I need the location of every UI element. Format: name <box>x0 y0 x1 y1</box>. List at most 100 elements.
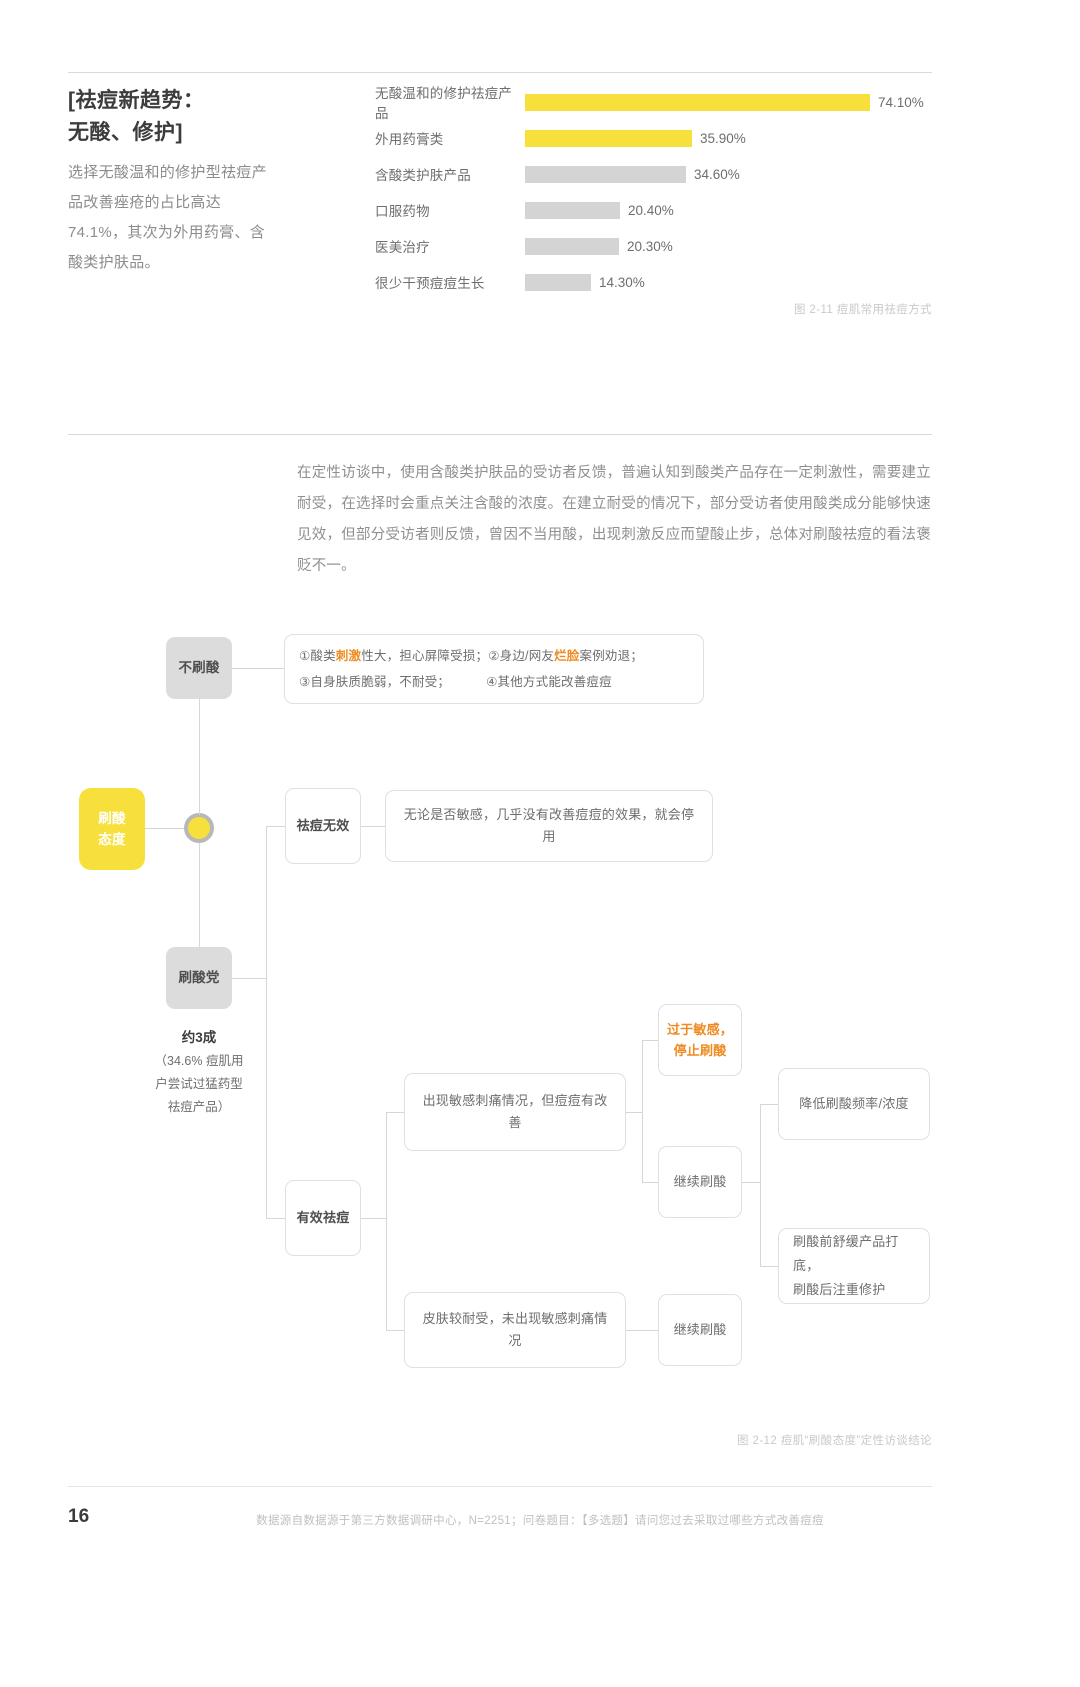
connector-case2-out <box>626 1330 658 1331</box>
reason-text: ①酸类 <box>299 649 336 663</box>
connector-case1-out1 <box>642 1040 658 1041</box>
bar-value-label: 20.30% <box>627 238 673 254</box>
reason-text: 性大，担心屏障受损；②身边/网友 <box>361 649 555 663</box>
spine-case1-outcomes <box>642 1040 643 1182</box>
connector-case1-out2 <box>642 1182 658 1183</box>
connector-case1 <box>386 1112 404 1113</box>
bar-fill <box>525 93 870 111</box>
table-row: 口服药物 20.40% <box>375 192 935 228</box>
bar-track: 14.30% <box>525 273 935 291</box>
bar-track: 20.40% <box>525 201 935 219</box>
reason-text: 案例劝退； <box>579 649 644 663</box>
connector-acid-user <box>232 978 266 979</box>
footer-source-note: 数据源自数据源于第三方数据调研中心，N=2251；问卷题目：【多选题】请问您过去… <box>256 1515 824 1527</box>
box-continue-acid-2: 继续刷酸 <box>658 1294 742 1366</box>
bar-fill <box>525 201 620 219</box>
bar-track: 74.10% <box>525 93 935 111</box>
connector-ineffective-desc <box>361 826 385 827</box>
bar-value-label: 74.10% <box>878 94 924 110</box>
bar-track: 20.30% <box>525 237 935 255</box>
connector-soothe <box>760 1266 778 1267</box>
connector-effective-out <box>361 1218 386 1219</box>
stop-label-line1: 过于敏感， <box>666 1022 733 1037</box>
root-label-line1: 刷酸 <box>98 811 126 826</box>
bar-category-label: 口服药物 <box>375 204 430 219</box>
section-summary-text: 选择无酸温和的修护型祛痘产品改善痤疮的占比高达 74.1%，其次为外用药膏、含酸… <box>68 164 267 271</box>
box-case-tolerant: 皮肤较耐受，未出现敏感刺痛情况 <box>404 1292 626 1368</box>
box-reduce-frequency: 降低刷酸频率/浓度 <box>778 1068 930 1140</box>
connector-continue1-out <box>742 1182 760 1183</box>
reason-text: ③自身肤质脆弱，不耐受； <box>299 675 451 689</box>
table-row: 很少干预痘痘生长 14.30% <box>375 264 935 300</box>
bar-category-label: 无酸温和的修护祛痘产品 <box>375 86 512 121</box>
reason-line-1: ①酸类刺激性大，担心屏障受损；②身边/网友烂脸案例劝退； <box>299 643 643 669</box>
headline-line-1: [祛痘新趋势： <box>68 89 205 112</box>
acid-user-note: 约3成 （34.6% 痘肌用 户尝试过猛药型 祛痘产品） <box>124 1026 274 1119</box>
bar-value-label: 20.40% <box>628 202 674 218</box>
headline-line-2: 无酸、修护] <box>68 121 183 144</box>
reason-text: ④其他方式能改善痘痘 <box>486 675 612 689</box>
bar-category-label: 医美治疗 <box>375 240 430 255</box>
connector-root-dot <box>145 828 185 829</box>
node-no-acid: 不刷酸 <box>166 637 232 699</box>
node-acid-user: 刷酸党 <box>166 947 232 1009</box>
bar-value-label: 14.30% <box>599 274 645 290</box>
spine-continue1-outcomes <box>760 1104 761 1266</box>
section-divider <box>68 434 932 435</box>
root-label-line2: 态度 <box>98 832 126 847</box>
connector-no-acid <box>232 668 284 669</box>
spine-up <box>199 668 200 815</box>
reason-highlight-stimulation: 刺激 <box>335 649 362 663</box>
bar-fill <box>525 237 619 255</box>
spine-acid-branches <box>266 826 267 1218</box>
reason-highlight-ruined-face: 烂脸 <box>554 649 580 663</box>
connector-reduce-freq <box>760 1104 778 1105</box>
bar-fill <box>525 129 692 147</box>
acid-note-line-3: 祛痘产品） <box>167 1100 231 1114</box>
acid-note-line-1: （34.6% 痘肌用 <box>154 1054 244 1068</box>
soothe-line1: 刷酸前舒缓产品打底， <box>793 1234 899 1273</box>
stop-label-line2: 停止刷酸 <box>673 1043 727 1058</box>
bar-fill <box>525 165 686 183</box>
table-row: 无酸温和的修护祛痘产品 74.10% <box>375 84 935 121</box>
connector-case2 <box>386 1330 404 1331</box>
figure-caption-2-11: 图 2-11 痘肌常用祛痘方式 <box>793 304 932 316</box>
box-soothing-routine: 刷酸前舒缓产品打底， 刷酸后注重修护 <box>778 1228 930 1304</box>
figure-caption-2-12: 图 2-12 痘肌“刷酸态度”定性访谈结论 <box>737 1435 932 1447</box>
reason-line-2: ③自身肤质脆弱，不耐受； ④其他方式能改善痘痘 <box>299 669 612 695</box>
box-case-sensitive-improved: 出现敏感刺痛情况，但痘痘有改善 <box>404 1073 626 1151</box>
connector-case1-out <box>626 1112 642 1113</box>
footer-divider <box>68 1486 932 1487</box>
bar-track: 35.90% <box>525 129 935 147</box>
node-effective: 有效祛痘 <box>285 1180 361 1256</box>
node-root-attitude: 刷酸 态度 <box>79 788 145 870</box>
acid-note-line-2: 户尝试过猛药型 <box>155 1077 243 1091</box>
bar-value-label: 35.90% <box>700 130 746 146</box>
acid-note-bold-text: 约3成 <box>181 1030 217 1045</box>
table-row: 含酸类护肤产品 34.60% <box>375 156 935 192</box>
box-too-sensitive-stop: 过于敏感， 停止刷酸 <box>658 1004 742 1076</box>
spine-down <box>199 843 200 978</box>
hub-dot <box>184 813 214 843</box>
table-row: 医美治疗 20.30% <box>375 228 935 264</box>
spine-effective-cases <box>386 1112 387 1330</box>
bar-category-label: 含酸类护肤产品 <box>375 168 471 183</box>
box-ineffective-desc: 无论是否敏感，几乎没有改善痘痘的效果，就会停用 <box>385 790 713 862</box>
bar-fill <box>525 273 591 291</box>
acid-note-bold: 约3成 <box>124 1026 274 1050</box>
bar-category-label: 很少干预痘痘生长 <box>375 276 485 291</box>
connector-effective <box>266 1218 285 1219</box>
box-no-acid-reasons: ①酸类刺激性大，担心屏障受损；②身边/网友烂脸案例劝退； ③自身肤质脆弱，不耐受… <box>284 634 704 704</box>
bar-value-label: 34.60% <box>694 166 740 182</box>
node-ineffective: 祛痘无效 <box>285 788 361 864</box>
qualitative-paragraph: 在定性访谈中，使用含酸类护肤品的受访者反馈，普遍认知到酸类产品存在一定刺激性，需… <box>297 465 931 574</box>
soothe-line2: 刷酸后注重修护 <box>793 1282 886 1297</box>
page-number: 16 <box>68 1506 90 1527</box>
bar-track: 34.60% <box>525 165 935 183</box>
top-divider <box>68 72 932 73</box>
table-row: 外用药膏类 35.90% <box>375 120 935 156</box>
bar-chart: 无酸温和的修护祛痘产品 74.10% 外用药膏类 35.90% 含酸类护肤产品 … <box>375 84 935 300</box>
section-headline: [祛痘新趋势： 无酸、修护] <box>68 85 318 149</box>
bar-category-label: 外用药膏类 <box>375 132 444 147</box>
